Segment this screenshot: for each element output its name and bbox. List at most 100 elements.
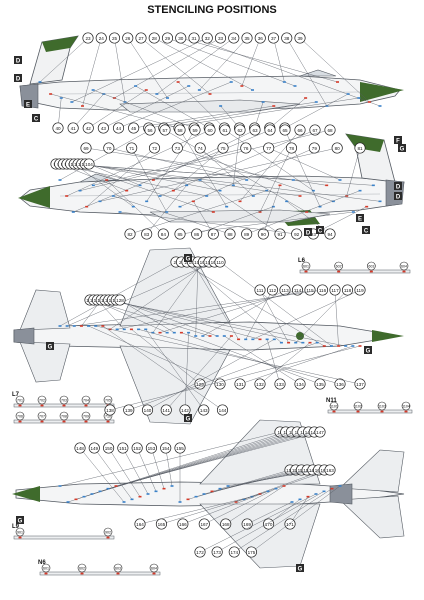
- callout-circle-icon: [198, 518, 210, 530]
- leader-line-icon: [241, 37, 261, 87]
- exhaust-nozzle: [13, 327, 35, 345]
- stencil-mark: [208, 93, 212, 95]
- stencil-mark: [59, 97, 63, 99]
- callout-38: 38: [281, 32, 329, 107]
- callout-number: 118: [344, 288, 352, 293]
- callout-number: 90: [261, 232, 267, 237]
- callout-circle-icon: [161, 32, 174, 44]
- leader-line-icon: [166, 335, 232, 411]
- stencil-mark: [210, 490, 214, 493]
- stencil-mark: [106, 487, 110, 490]
- leader-line-icon: [199, 37, 248, 91]
- callout-88: 88: [111, 195, 236, 240]
- stencil-mark: [242, 498, 246, 501]
- callout-circle-icon: [353, 401, 363, 411]
- stencil-mark: [162, 487, 166, 490]
- stencil-mark: [365, 205, 369, 208]
- stencil-mark: [237, 338, 241, 341]
- stencil-mark: [194, 495, 198, 498]
- stencil-mark: [118, 211, 122, 213]
- leader-line-icon: [131, 329, 201, 385]
- stencil-mark: [274, 487, 278, 490]
- callout-69: 69: [80, 142, 329, 187]
- callout-92: 92: [118, 211, 303, 240]
- exhaust-nozzle: [329, 483, 353, 505]
- callout-172: 172: [194, 493, 318, 558]
- stencil-mark: [332, 410, 336, 413]
- callout-111: 111: [254, 284, 291, 344]
- leader-line-icon: [225, 485, 285, 525]
- callout-number: 175: [248, 550, 256, 555]
- callout-circle-icon: [123, 404, 135, 416]
- callout-175: 175: [245, 485, 342, 558]
- leader-line-icon: [161, 493, 261, 525]
- callout-number: 92: [294, 232, 300, 237]
- stencil-mark: [91, 184, 95, 187]
- callout-number: 79: [312, 146, 318, 151]
- leader-line-icon: [79, 447, 125, 503]
- stencil-mark: [244, 338, 248, 341]
- stencil-mark: [137, 328, 141, 331]
- callout-circle-icon: [95, 32, 107, 44]
- callout-circle-icon: [334, 378, 346, 390]
- callout-149: 149: [88, 442, 134, 501]
- letter-label: G: [186, 417, 191, 423]
- callout-circle-icon: [103, 442, 115, 454]
- callout-number: 171: [286, 522, 294, 527]
- stabilizer-upper: [19, 289, 71, 331]
- letter-box-E: E: [24, 100, 32, 109]
- callout-131: 131: [234, 345, 355, 390]
- letter-box-icon: [362, 226, 370, 234]
- stencil-mark: [357, 97, 361, 99]
- stencil-mark: [271, 205, 275, 208]
- stencil-mark: [79, 325, 83, 327]
- callout-circle-icon: [135, 32, 147, 44]
- leader-line-icon: [234, 488, 333, 553]
- stencil-mark: [179, 331, 183, 334]
- stencil-mark: [114, 485, 118, 487]
- callout-29: 29: [161, 32, 297, 87]
- stencil-mark: [367, 101, 371, 103]
- leader-line-icon: [299, 37, 370, 103]
- wing-upper: [119, 247, 231, 327]
- stencil-mark: [49, 93, 53, 95]
- letter-box-icon: [304, 228, 312, 236]
- pylon-callout-number: 1101: [330, 405, 338, 409]
- callout-number: 91: [277, 232, 283, 237]
- letter-box-icon: [184, 414, 192, 422]
- callout-25: 25: [108, 32, 127, 103]
- callout-142: 142: [179, 331, 191, 416]
- leader-line-icon: [252, 289, 361, 340]
- callout-circle-icon: [128, 122, 140, 134]
- leader-line-icon: [266, 339, 281, 385]
- stencil-mark: [272, 338, 276, 341]
- stencil-mark: [44, 572, 48, 575]
- stencil-mark: [158, 195, 162, 197]
- callout-139: 139: [123, 341, 319, 416]
- letter-label: G: [48, 345, 53, 351]
- leader-line-icon: [136, 447, 157, 492]
- stencil-mark: [40, 404, 44, 407]
- callout-circle-icon: [117, 442, 129, 454]
- callout-circle-icon: [59, 395, 69, 405]
- leader-line-icon: [95, 325, 361, 385]
- stencil-mark: [171, 189, 175, 192]
- callout-circle-icon: [204, 124, 216, 136]
- callout-number: 62: [237, 128, 243, 133]
- leader-line-icon: [284, 93, 349, 129]
- letter-box-icon: [296, 564, 304, 572]
- callout-number: 80: [335, 146, 341, 151]
- leader-line-icon: [73, 129, 271, 213]
- stencil-mark: [82, 495, 86, 498]
- leader-line-icon: [199, 179, 281, 235]
- camo-tail-cap: [42, 36, 78, 52]
- callout-86: 86: [191, 205, 275, 240]
- leader-line-icon: [70, 163, 214, 213]
- stencil-mark: [265, 338, 269, 341]
- callout-circle-icon: [83, 158, 95, 170]
- callout-140: 140: [141, 338, 276, 416]
- callout-circle-icon: [214, 256, 226, 268]
- stencil-mark: [131, 205, 135, 208]
- stencil-mark: [58, 325, 62, 327]
